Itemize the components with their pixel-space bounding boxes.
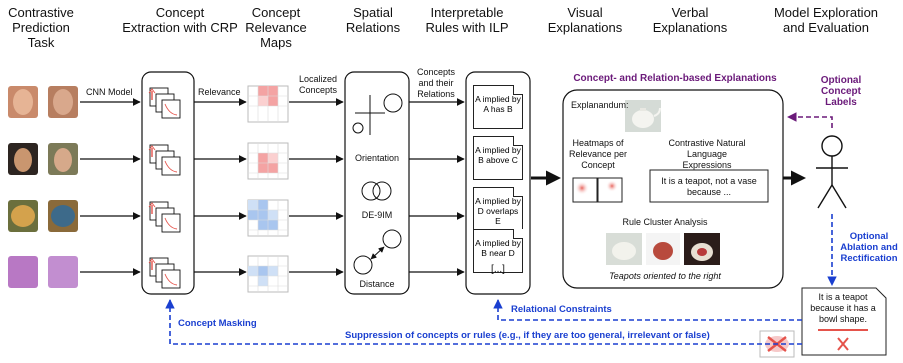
header-verbal-explanations: Verbal Explanations (652, 5, 728, 35)
face-image (54, 148, 72, 172)
rule-document: A implied by B above C (473, 136, 523, 180)
contrastive-text-box (649, 169, 769, 203)
header-spatial-relations: Spatial Relations (345, 5, 401, 35)
header-interpretable-rules: Interpretable Rules with ILP (425, 5, 509, 35)
distance-icon (353, 229, 402, 275)
orientation-icon (352, 93, 403, 135)
header-model-exploration: Model Exploration and Evaluation (773, 5, 879, 35)
histology-image (8, 256, 38, 288)
header-visual-explanations: Visual Explanations (547, 5, 623, 35)
localized-concepts-label: Localized Concepts (298, 74, 338, 95)
rule-document: A implied by A has B (473, 85, 523, 129)
de9im-label: DE-9IM (361, 210, 393, 220)
heatmaps-label: Heatmaps of Relevance per Concept (568, 138, 628, 170)
optional-ablation-label: Optional Ablation and Rectification (840, 231, 898, 264)
relevance-maps (247, 85, 289, 293)
heatmap-images (572, 177, 623, 203)
vase-image (51, 205, 75, 227)
concept-labels-arrow (787, 112, 833, 128)
user-feedback-text: It is a teapot because it has a bowl sha… (810, 292, 876, 324)
teapots-caption: Teapots oriented to the right (609, 271, 721, 281)
relevance-map (247, 255, 289, 293)
explanandum-teapot-image (625, 100, 661, 132)
concepts-relations-label: Concepts and their Relations (416, 67, 456, 99)
face-image (13, 89, 33, 115)
crp-box (141, 71, 195, 295)
rule-cluster-label: Rule Cluster Analysis (622, 217, 708, 227)
relational-constraints-arrow (493, 299, 802, 321)
header-concept-relevance-maps: Concept Relevance Maps (245, 5, 307, 50)
orientation-label: Orientation (354, 153, 400, 163)
rule-document: A implied by D overlaps E (473, 187, 523, 231)
face-image (53, 89, 73, 115)
user-stick-figure (816, 135, 848, 209)
relational-constraints-label: Relational Constraints (511, 304, 612, 315)
distance-label: Distance (359, 279, 395, 289)
input-images (8, 86, 78, 288)
optional-concept-labels: Optional Concept Labels (820, 75, 862, 108)
rule-document: A implied by B near D (473, 229, 523, 273)
crp-stack-icons (148, 87, 181, 289)
vase-image (11, 205, 35, 227)
cnn-model-label: CNN Model (86, 87, 133, 97)
histology-image (48, 256, 78, 288)
contrastive-text: It is a teapot, not a vase because ... (661, 176, 757, 197)
header-concept-extraction: Concept Extraction with CRP (122, 5, 238, 35)
relevance-label: Relevance (198, 87, 241, 97)
header-contrastive-prediction-task: Contrastive Prediction Task (8, 5, 74, 50)
explanation-box-title: Concept- and Relation-based Explanations (573, 73, 777, 84)
relevance-map (247, 142, 289, 180)
suppression-label: Suppression of concepts or rules (e.g., … (345, 330, 710, 341)
relevance-map (247, 85, 289, 123)
face-image (14, 148, 32, 172)
rule-cluster-images (606, 233, 720, 265)
relevance-map (247, 199, 289, 237)
concept-masking-label: Concept Masking (178, 318, 257, 329)
rules-ellipsis: [...] (491, 264, 505, 275)
de9im-icon (361, 181, 392, 201)
explanandum-label: Explanandum: (571, 100, 629, 110)
contrastive-label: Contrastive Natural Language Expressions (668, 138, 746, 170)
suppression-arrow (165, 299, 802, 345)
